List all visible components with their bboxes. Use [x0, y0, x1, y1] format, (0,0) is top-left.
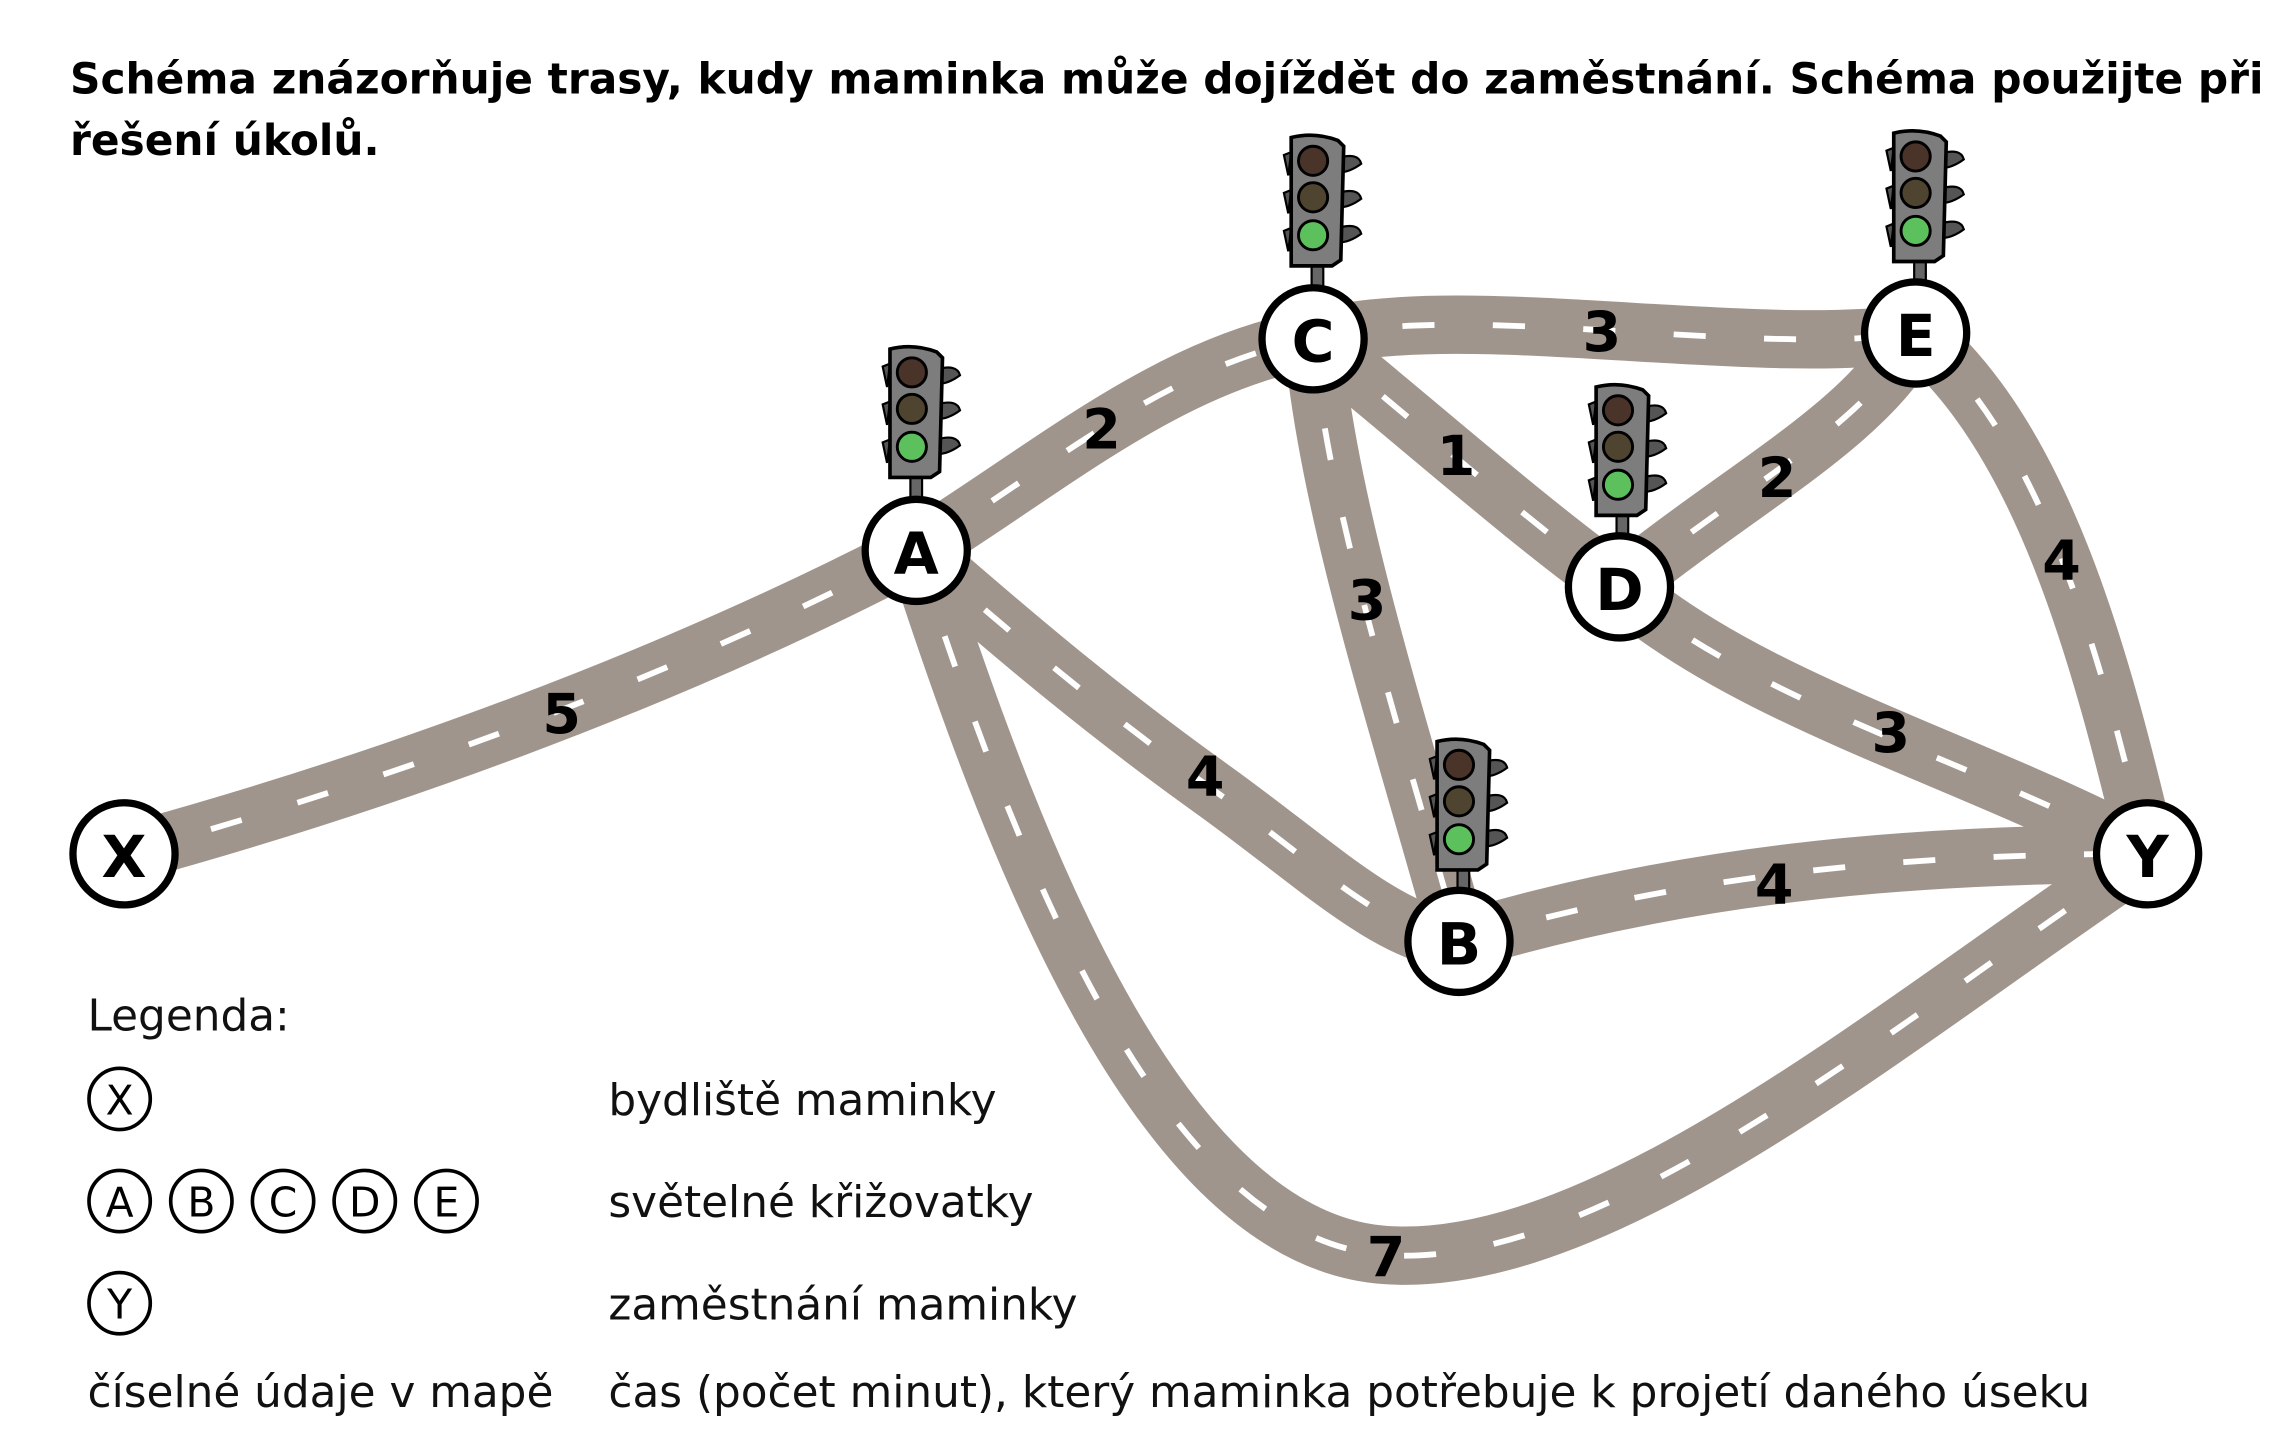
legend-symbol-c-label: C: [269, 1179, 298, 1227]
road-a-y: [888, 541, 2164, 1285]
legend-work-text: zaměstnání maminky: [608, 1279, 1077, 1330]
time-c-b: 3: [1348, 569, 1387, 633]
legend-symbol-x-label: X: [106, 1076, 134, 1124]
node-d-label: D: [1595, 556, 1643, 624]
traffic-light-icon-d: [1586, 382, 1668, 541]
node-b-label: B: [1437, 910, 1481, 978]
time-x-a: 5: [542, 683, 581, 747]
time-d-y: 3: [1872, 702, 1911, 766]
legend-symbol-c: C: [250, 1168, 316, 1234]
legend-symbol-b-label: B: [187, 1179, 215, 1227]
node-a: A: [861, 495, 971, 606]
legend-heading: Legenda:: [88, 990, 290, 1041]
legend-junction-text: světelné křižovatky: [608, 1177, 1033, 1228]
legend: Legenda: X bydliště maminky A B C D E sv…: [87, 990, 2090, 1418]
legend-symbol-x: X: [87, 1066, 153, 1132]
title-line-2: řešení úkolů.: [70, 116, 380, 165]
legend-symbol-d: D: [332, 1168, 398, 1234]
node-c-label: C: [1292, 308, 1335, 376]
time-d-e: 2: [1758, 447, 1797, 511]
traffic-light-icon-b: [1427, 737, 1509, 896]
legend-symbol-a: A: [87, 1168, 153, 1234]
node-b: B: [1404, 886, 1514, 997]
road-a-b: [897, 528, 1464, 971]
time-c-e: 3: [1583, 301, 1622, 365]
legend-symbol-d-label: D: [349, 1179, 380, 1227]
road-c-e: [1305, 295, 1920, 369]
time-a-y: 7: [1367, 1226, 1406, 1290]
legend-home-text: bydliště maminky: [608, 1075, 996, 1126]
node-y: Y: [2092, 799, 2203, 909]
time-a-b: 4: [1186, 746, 1225, 810]
legend-symbol-e-label: E: [434, 1179, 460, 1227]
legend-symbol-a-label: A: [106, 1179, 134, 1227]
legend-numbers-label: číselné údaje v mapě: [88, 1367, 554, 1418]
legend-symbol-e: E: [413, 1168, 479, 1234]
road-d-y: [1600, 564, 2162, 880]
road-e-y: [1896, 310, 2177, 861]
traffic-light-icon-a: [880, 344, 962, 503]
time-e-y: 4: [2042, 530, 2081, 594]
node-a-label: A: [894, 519, 939, 587]
road-x-a: [116, 524, 930, 882]
traffic-light-icon-e: [1884, 128, 1966, 287]
node-x-label: X: [102, 823, 147, 891]
node-y-label: Y: [2125, 823, 2169, 891]
legend-symbol-b: B: [168, 1168, 234, 1234]
legend-numbers-text: čas (počet minut), který maminka potřebu…: [608, 1367, 2090, 1418]
node-c: C: [1258, 284, 1368, 394]
title-line-1: Schéma znázorňuje trasy, kudy maminka mů…: [70, 55, 2264, 104]
time-c-d: 1: [1437, 425, 1476, 489]
road-a-c: [900, 310, 1319, 576]
nodes: X A C E D B Y: [69, 278, 2203, 997]
traffic-light-icon-c: [1282, 133, 1364, 292]
road-b-y: [1450, 824, 2148, 970]
node-e: E: [1860, 278, 1971, 388]
node-x: X: [69, 799, 179, 909]
time-b-y: 4: [1755, 854, 1794, 918]
node-d: D: [1564, 532, 1675, 642]
legend-symbol-y-label: Y: [106, 1281, 133, 1329]
node-e-label: E: [1896, 302, 1936, 370]
roads: [116, 295, 2177, 1285]
time-a-c: 2: [1082, 399, 1121, 463]
edge-labels: 5 2 3 1 3 4 7 2 3 4 4: [542, 301, 2080, 1290]
legend-symbol-y: Y: [87, 1270, 153, 1336]
